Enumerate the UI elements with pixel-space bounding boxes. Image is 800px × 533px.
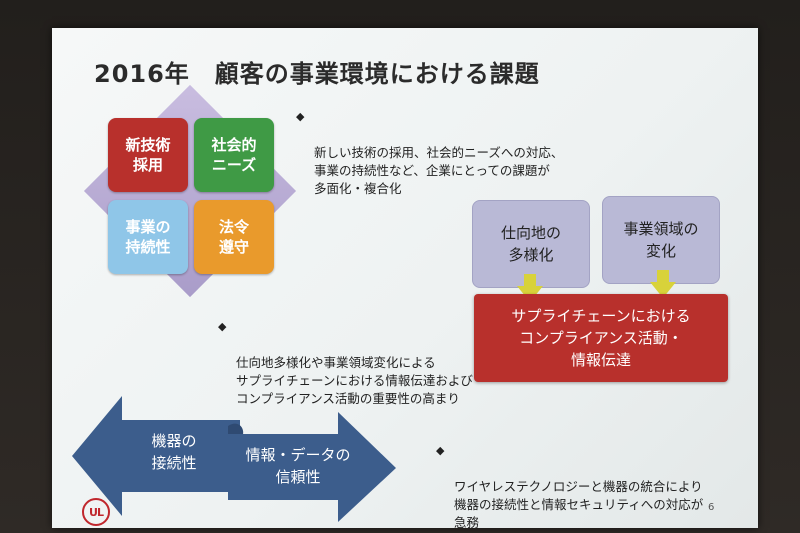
bullet-wireless: ◆ ワイヤレステクノロジーと機器の統合により 機器の接続性と情報セキュリティへの…	[436, 442, 754, 532]
bullet-challenges: ◆ 新しい技術の採用、社会的ニーズへの対応、 事業の持続性など、企業にとっての課…	[296, 108, 614, 198]
bullet-mark: ◆	[436, 444, 445, 457]
quadrant-social-needs: 社会的 ニーズ	[194, 118, 274, 192]
bullet-mark: ◆	[218, 320, 227, 333]
quadrant-new-tech: 新技術 採用	[108, 118, 188, 192]
slide: 2016年 顧客の事業環境における課題 新技術 採用 社会的 ニーズ 事業の 持…	[52, 28, 758, 530]
bullet-supply-chain: ◆ 仕向地多様化や事業領域変化による サプライチェーンにおける情報伝達および コ…	[218, 318, 496, 408]
quadrant-compliance: 法令 遵守	[194, 200, 274, 274]
bullet-text: 仕向地多様化や事業領域変化による サプライチェーンにおける情報伝達および コンプ…	[236, 355, 473, 406]
down-arrow-icon	[517, 274, 543, 302]
right-arrow-shape	[228, 412, 396, 522]
arrows-graphic	[72, 396, 396, 522]
arrow-label-reliability: 情報・データの 信頼性	[245, 446, 351, 486]
box-destination-diversification: 仕向地の 多様化	[472, 200, 590, 288]
bullet-text: ワイヤレステクノロジーと機器の統合により 機器の接続性と情報セキュリティへの対応…	[454, 479, 704, 530]
bullet-text: 新しい技術の採用、社会的ニーズへの対応、 事業の持続性など、企業にとっての課題が…	[314, 145, 564, 196]
arrow-label-connectivity: 機器の 接続性	[151, 432, 197, 472]
page-number: 6	[708, 502, 715, 513]
left-arrow-shape	[72, 396, 240, 516]
bullet-mark: ◆	[296, 110, 305, 123]
slide-title: 2016年 顧客の事業環境における課題	[94, 60, 540, 88]
box-supply-chain: サプライチェーンにおける コンプライアンス活動・ 情報伝達	[474, 294, 728, 382]
ul-logo: UL	[82, 498, 110, 526]
quadrant-sustainability: 事業の 持続性	[108, 200, 188, 274]
box-business-area-change: 事業領域の 変化	[602, 196, 720, 284]
down-arrow-icon	[650, 270, 676, 298]
